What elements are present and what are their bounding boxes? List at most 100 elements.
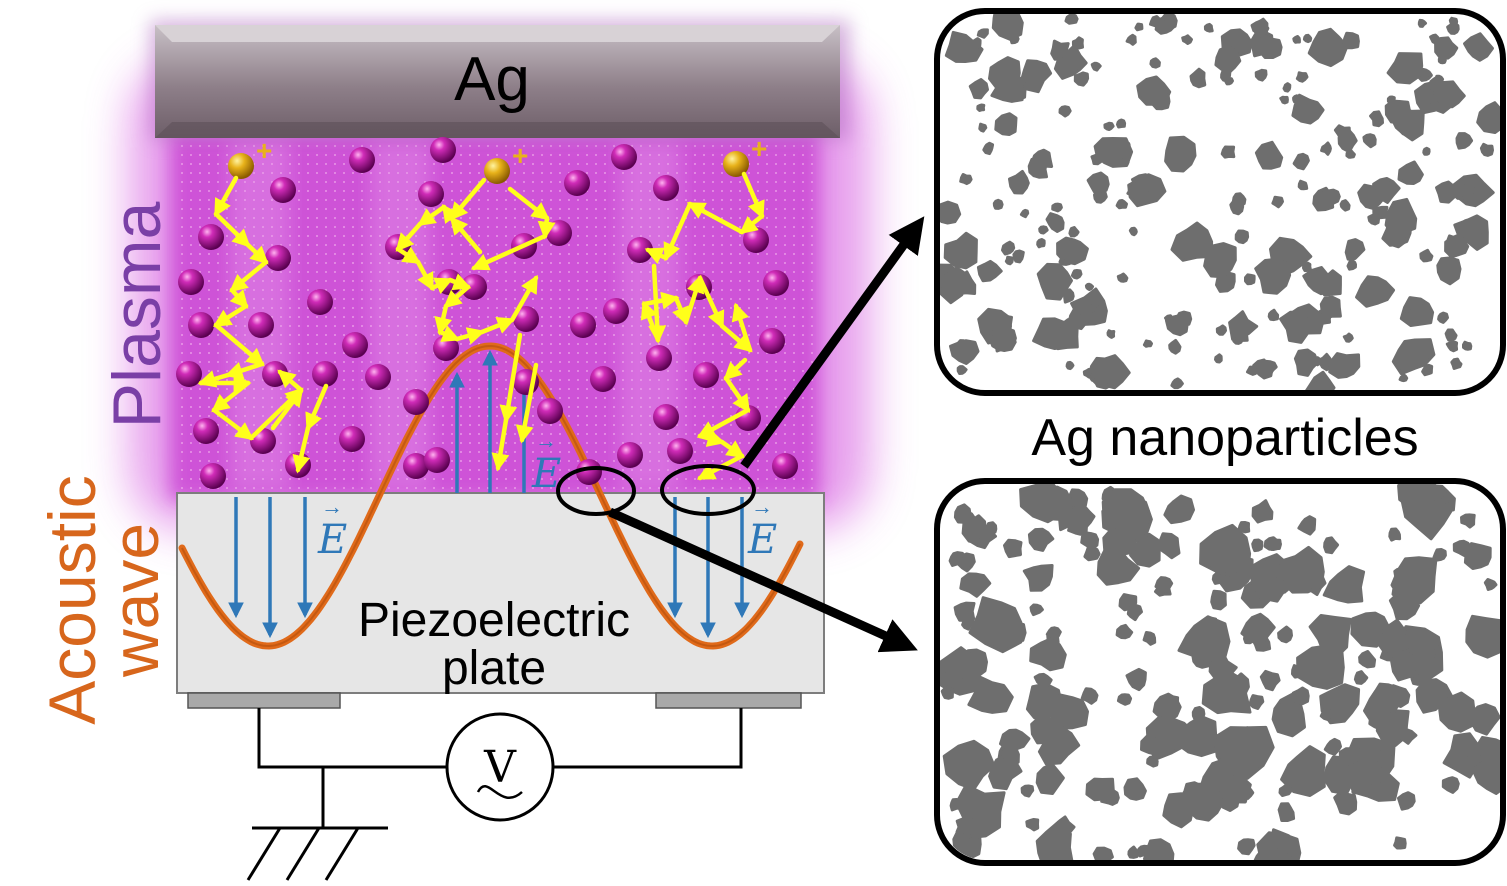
nanoparticle (1444, 328, 1458, 342)
nanoparticle (1089, 373, 1098, 382)
nanoparticle (1346, 259, 1357, 271)
argon-atom (307, 289, 333, 315)
trajectory-segment (213, 175, 239, 218)
nanoparticle (1036, 262, 1073, 301)
nanoparticle (1271, 564, 1287, 582)
trajectory-segment (229, 259, 269, 293)
trajectory-segment (447, 273, 472, 291)
nanoparticle (1022, 564, 1054, 592)
nanoparticle (1408, 302, 1428, 323)
nanoparticle (1363, 687, 1401, 725)
trajectory-segment (415, 259, 435, 292)
trajectory-segment (395, 221, 423, 252)
nanoparticle (1003, 538, 1023, 559)
nanoparticle (1140, 733, 1165, 756)
trajectory-segment (395, 246, 422, 265)
nanoparticle (1279, 95, 1289, 105)
nanoparticle (1199, 523, 1252, 578)
nanoparticle (1090, 153, 1104, 166)
nanoparticle (1050, 815, 1076, 840)
nanoparticle (1463, 32, 1494, 62)
nanoparticle (1369, 110, 1384, 128)
nanoparticle (1441, 776, 1460, 794)
nanoparticle (1277, 625, 1293, 644)
nanoparticles-caption: Ag nanoparticles (1031, 409, 1418, 467)
trajectory-segment (277, 369, 304, 393)
nanoparticle (1476, 101, 1500, 134)
nanoparticle (1450, 357, 1463, 370)
argon-atoms (176, 137, 798, 489)
nanoparticle (1444, 233, 1470, 259)
nanoparticle (1293, 348, 1320, 377)
nanoparticle (1029, 603, 1044, 617)
nanoparticle (1421, 363, 1434, 377)
nanoparticle (994, 112, 1018, 136)
nanoparticle (1125, 667, 1147, 692)
trajectory-segment (211, 407, 254, 441)
nanoparticle (955, 817, 973, 834)
argon-atom (265, 245, 291, 271)
nanoparticle (1434, 74, 1445, 84)
nanoparticle (1323, 536, 1340, 555)
nanoparticle (1056, 236, 1089, 266)
nanoparticle (961, 615, 975, 631)
nanoparticle (1295, 71, 1309, 83)
nanoparticle (976, 103, 986, 112)
nanoparticle (1234, 41, 1246, 53)
nanoparticle (940, 200, 962, 225)
argon-atom (576, 459, 602, 485)
trajectory-segment (245, 242, 269, 265)
trajectory-segment (441, 204, 460, 224)
svg-text:→: → (535, 428, 557, 453)
nanoparticle (1250, 19, 1270, 38)
nanoparticle (1323, 737, 1342, 756)
nanoparticle (1085, 777, 1115, 802)
nanoparticle (999, 728, 1031, 751)
nanoparticle (988, 754, 1023, 791)
acoustic-wave-label-line2: wave (98, 523, 172, 678)
trajectory-segment (491, 417, 510, 472)
trajectory-segment (213, 322, 265, 367)
nanoparticle (1086, 301, 1098, 313)
ion-charge: + (751, 133, 767, 164)
nanoparticle (1125, 33, 1137, 46)
nanoparticle (1324, 188, 1341, 205)
nanoparticle (1279, 310, 1315, 344)
nanoparticle (1344, 238, 1366, 261)
trajectory-segment (697, 275, 725, 330)
nanoparticle (1399, 125, 1411, 136)
trajectory-segment (292, 425, 311, 474)
ion-charge: + (512, 140, 528, 171)
nanoparticle (1342, 332, 1354, 343)
nanoparticle (1103, 121, 1115, 131)
nanoparticle (959, 173, 973, 186)
nanoparticle (1302, 33, 1313, 44)
nanoparticle (1319, 707, 1333, 721)
argon-atom (590, 366, 616, 392)
nanoparticle (1452, 539, 1473, 557)
target-label: Ag (454, 45, 530, 114)
nanoparticle (1367, 213, 1380, 226)
nanoparticle (1123, 777, 1147, 801)
nanoparticle (1282, 82, 1292, 93)
nanoparticle (1445, 340, 1459, 353)
trajectory-segment (723, 357, 748, 381)
nanoparticle (1384, 197, 1418, 237)
nanoparticle (1461, 184, 1478, 203)
trajectory-segment (515, 362, 539, 444)
nanoparticle (943, 231, 978, 270)
ion-charge: + (256, 135, 272, 166)
nanoparticle (1278, 783, 1293, 797)
nanoparticle (1115, 623, 1134, 640)
nanoparticle (1164, 135, 1197, 173)
nanoparticle (1092, 846, 1114, 860)
nanoparticle (1239, 785, 1255, 800)
argon-atom (418, 181, 444, 207)
argon-atom (342, 332, 368, 358)
argon-atom (365, 364, 391, 390)
nanoparticle (1029, 637, 1067, 672)
trajectory-segment (224, 361, 265, 380)
nanoparticle (940, 266, 972, 299)
nanoparticle (1465, 614, 1500, 659)
nanoparticle (1393, 836, 1407, 850)
